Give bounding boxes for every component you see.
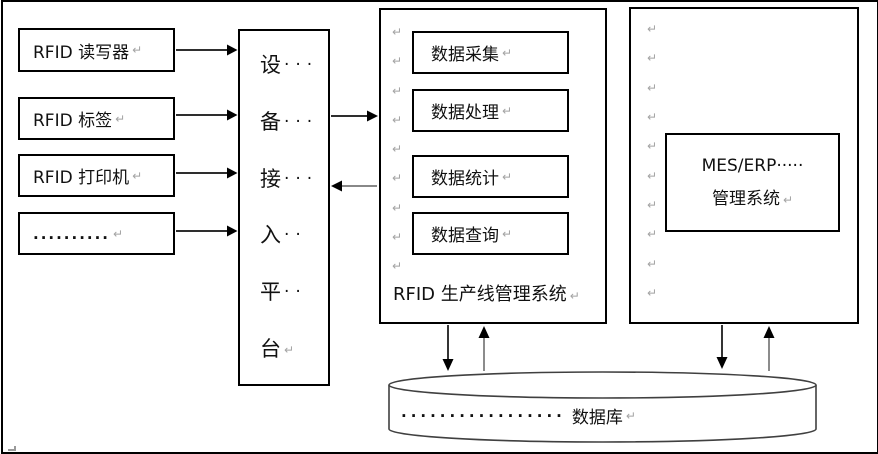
- module-label: 数据采集: [431, 45, 499, 65]
- paragraph-mark: ↵: [502, 169, 513, 184]
- space-marks: ··: [284, 225, 307, 246]
- platform-char-row: 接 ···: [240, 166, 328, 191]
- platform-char: 入: [260, 223, 281, 248]
- database-name: 数据库: [571, 408, 623, 428]
- paragraph-mark: ↵: [625, 408, 636, 423]
- paragraph-mark: ↵: [647, 139, 658, 154]
- paragraph-mark: ↵: [392, 25, 403, 39]
- database-label: ················· 数据库 ↵: [401, 403, 636, 429]
- paragraph-mark: ↵: [392, 112, 403, 127]
- module-box-data-query: 数据查询↵: [412, 212, 569, 255]
- production-system-title-text: RFID 生产线管理系统: [393, 284, 567, 305]
- paragraph-mark: ↵: [392, 54, 403, 69]
- space-marks: ···: [284, 111, 319, 132]
- module-box-data-statistics: 数据统计↵: [412, 155, 569, 198]
- platform-char-row: 平 ··: [240, 282, 328, 303]
- device-box-rfid-tag: RFID 标签↵: [18, 97, 175, 140]
- paragraph-mark: ↵: [392, 83, 403, 98]
- paragraph-mark: ↵: [392, 229, 403, 244]
- space-marks: ··: [284, 282, 307, 303]
- paragraph-mark: ↵: [392, 142, 403, 156]
- platform-char: 设: [260, 52, 281, 77]
- platform-char: 台: [260, 337, 281, 362]
- paragraph-mark: ↵: [782, 192, 794, 207]
- mes-erp-line1: MES/ERP·····: [701, 156, 804, 177]
- production-system-title: RFID 生产线管理系统↵: [393, 280, 580, 306]
- device-box-rfid-printer: RFID 打印机↵: [18, 154, 175, 197]
- device-box-rfid-reader: RFID 读写器↵: [18, 28, 175, 72]
- paragraph-mark: ↵: [647, 227, 658, 242]
- device-box-others: ..........↵: [18, 212, 175, 255]
- paragraph-mark: ↵: [647, 51, 658, 66]
- platform-char-row: 台 ↵: [240, 339, 328, 360]
- mes-erp-box: MES/ERP····· 管理系统↵: [665, 133, 840, 232]
- platform-char: 平: [260, 280, 281, 305]
- platform-char-row: 入 ··: [240, 225, 328, 246]
- paragraph-mark: ↵: [569, 289, 580, 303]
- mes-erp-line2-text: 管理系统: [711, 188, 780, 209]
- paragraph-mark: ↵: [647, 285, 658, 300]
- paragraph-mark: ↵: [502, 45, 513, 60]
- space-marks: ···: [284, 54, 319, 75]
- paragraph-mark: ↵: [284, 342, 295, 357]
- paragraph-mark: ↵: [647, 168, 658, 183]
- module-label: 数据处理: [431, 103, 499, 123]
- paragraph-mark: ↵: [502, 103, 513, 118]
- paragraph-mark: ↵: [132, 43, 143, 57]
- paragraph-mark: ↵: [392, 200, 403, 215]
- paragraph-mark: ↵: [647, 197, 658, 212]
- paragraph-mark: ↵: [647, 80, 658, 95]
- paragraph-mark: ↵: [112, 226, 124, 241]
- module-label: 数据统计: [431, 169, 499, 189]
- mes-erp-container: ↵ ↵ ↵ ↵ ↵ ↵ ↵ ↵ ↵ ↵ MES/ERP····· 管理系统↵: [629, 7, 859, 324]
- paragraph-mark: ↵: [392, 259, 403, 273]
- platform-char: 备: [260, 109, 281, 134]
- device-label: ..........: [33, 224, 110, 243]
- module-box-data-processing: 数据处理↵: [412, 89, 569, 132]
- module-box-data-collection: 数据采集↵: [412, 31, 569, 74]
- device-label: RFID 标签: [33, 111, 113, 131]
- leader-dots: ·················: [401, 406, 566, 425]
- paragraph-mark: ↵: [115, 111, 126, 126]
- production-system-container: ↵ ↵ ↵ ↵ ↵ ↵ ↵ ↵ ↵ 数据采集↵ 数据处理↵ 数据统计↵ 数据查询…: [379, 8, 607, 324]
- device-access-platform-box: 设 ··· 备 ··· 接 ··· 入 ·· 平 ·· 台 ↵: [238, 29, 330, 386]
- mes-erp-line2: 管理系统↵: [712, 183, 793, 215]
- platform-char: 接: [260, 166, 281, 191]
- paragraph-mark: ↵: [132, 168, 143, 183]
- device-label: RFID 读写器: [33, 42, 130, 63]
- paragraph-mark: ↵: [502, 226, 513, 241]
- paragraph-mark: ↵: [392, 171, 403, 186]
- module-label: 数据查询: [431, 226, 499, 246]
- device-label: RFID 打印机: [33, 168, 130, 188]
- platform-char-row: 备 ···: [240, 109, 328, 134]
- platform-char-row: 设 ···: [240, 52, 328, 77]
- page-corner-mark: [8, 445, 18, 451]
- paragraph-mark: ↵: [647, 109, 658, 124]
- space-marks: ···: [284, 168, 319, 189]
- paragraph-mark: ↵: [647, 22, 658, 36]
- paragraph-mark-column: ↵ ↵ ↵ ↵ ↵ ↵ ↵ ↵ ↵ ↵: [644, 23, 657, 299]
- paragraph-mark: ↵: [647, 256, 658, 271]
- paragraph-mark-column: ↵ ↵ ↵ ↵ ↵ ↵ ↵ ↵ ↵: [389, 26, 402, 272]
